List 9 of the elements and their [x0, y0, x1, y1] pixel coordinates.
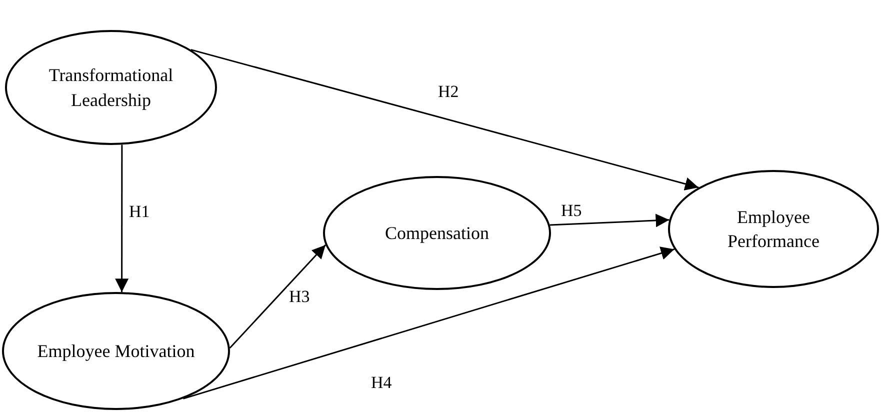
construct-label: Transformational Leadership	[48, 64, 174, 112]
arrow	[229, 244, 326, 349]
arrow	[190, 48, 699, 190]
arrow	[182, 246, 675, 400]
arrow	[550, 214, 670, 228]
construct-label: Employee Motivation	[37, 340, 195, 363]
construct-label: Compensation	[385, 222, 489, 245]
construct-label: Employee Performance	[726, 206, 820, 253]
arrow	[115, 144, 129, 292]
